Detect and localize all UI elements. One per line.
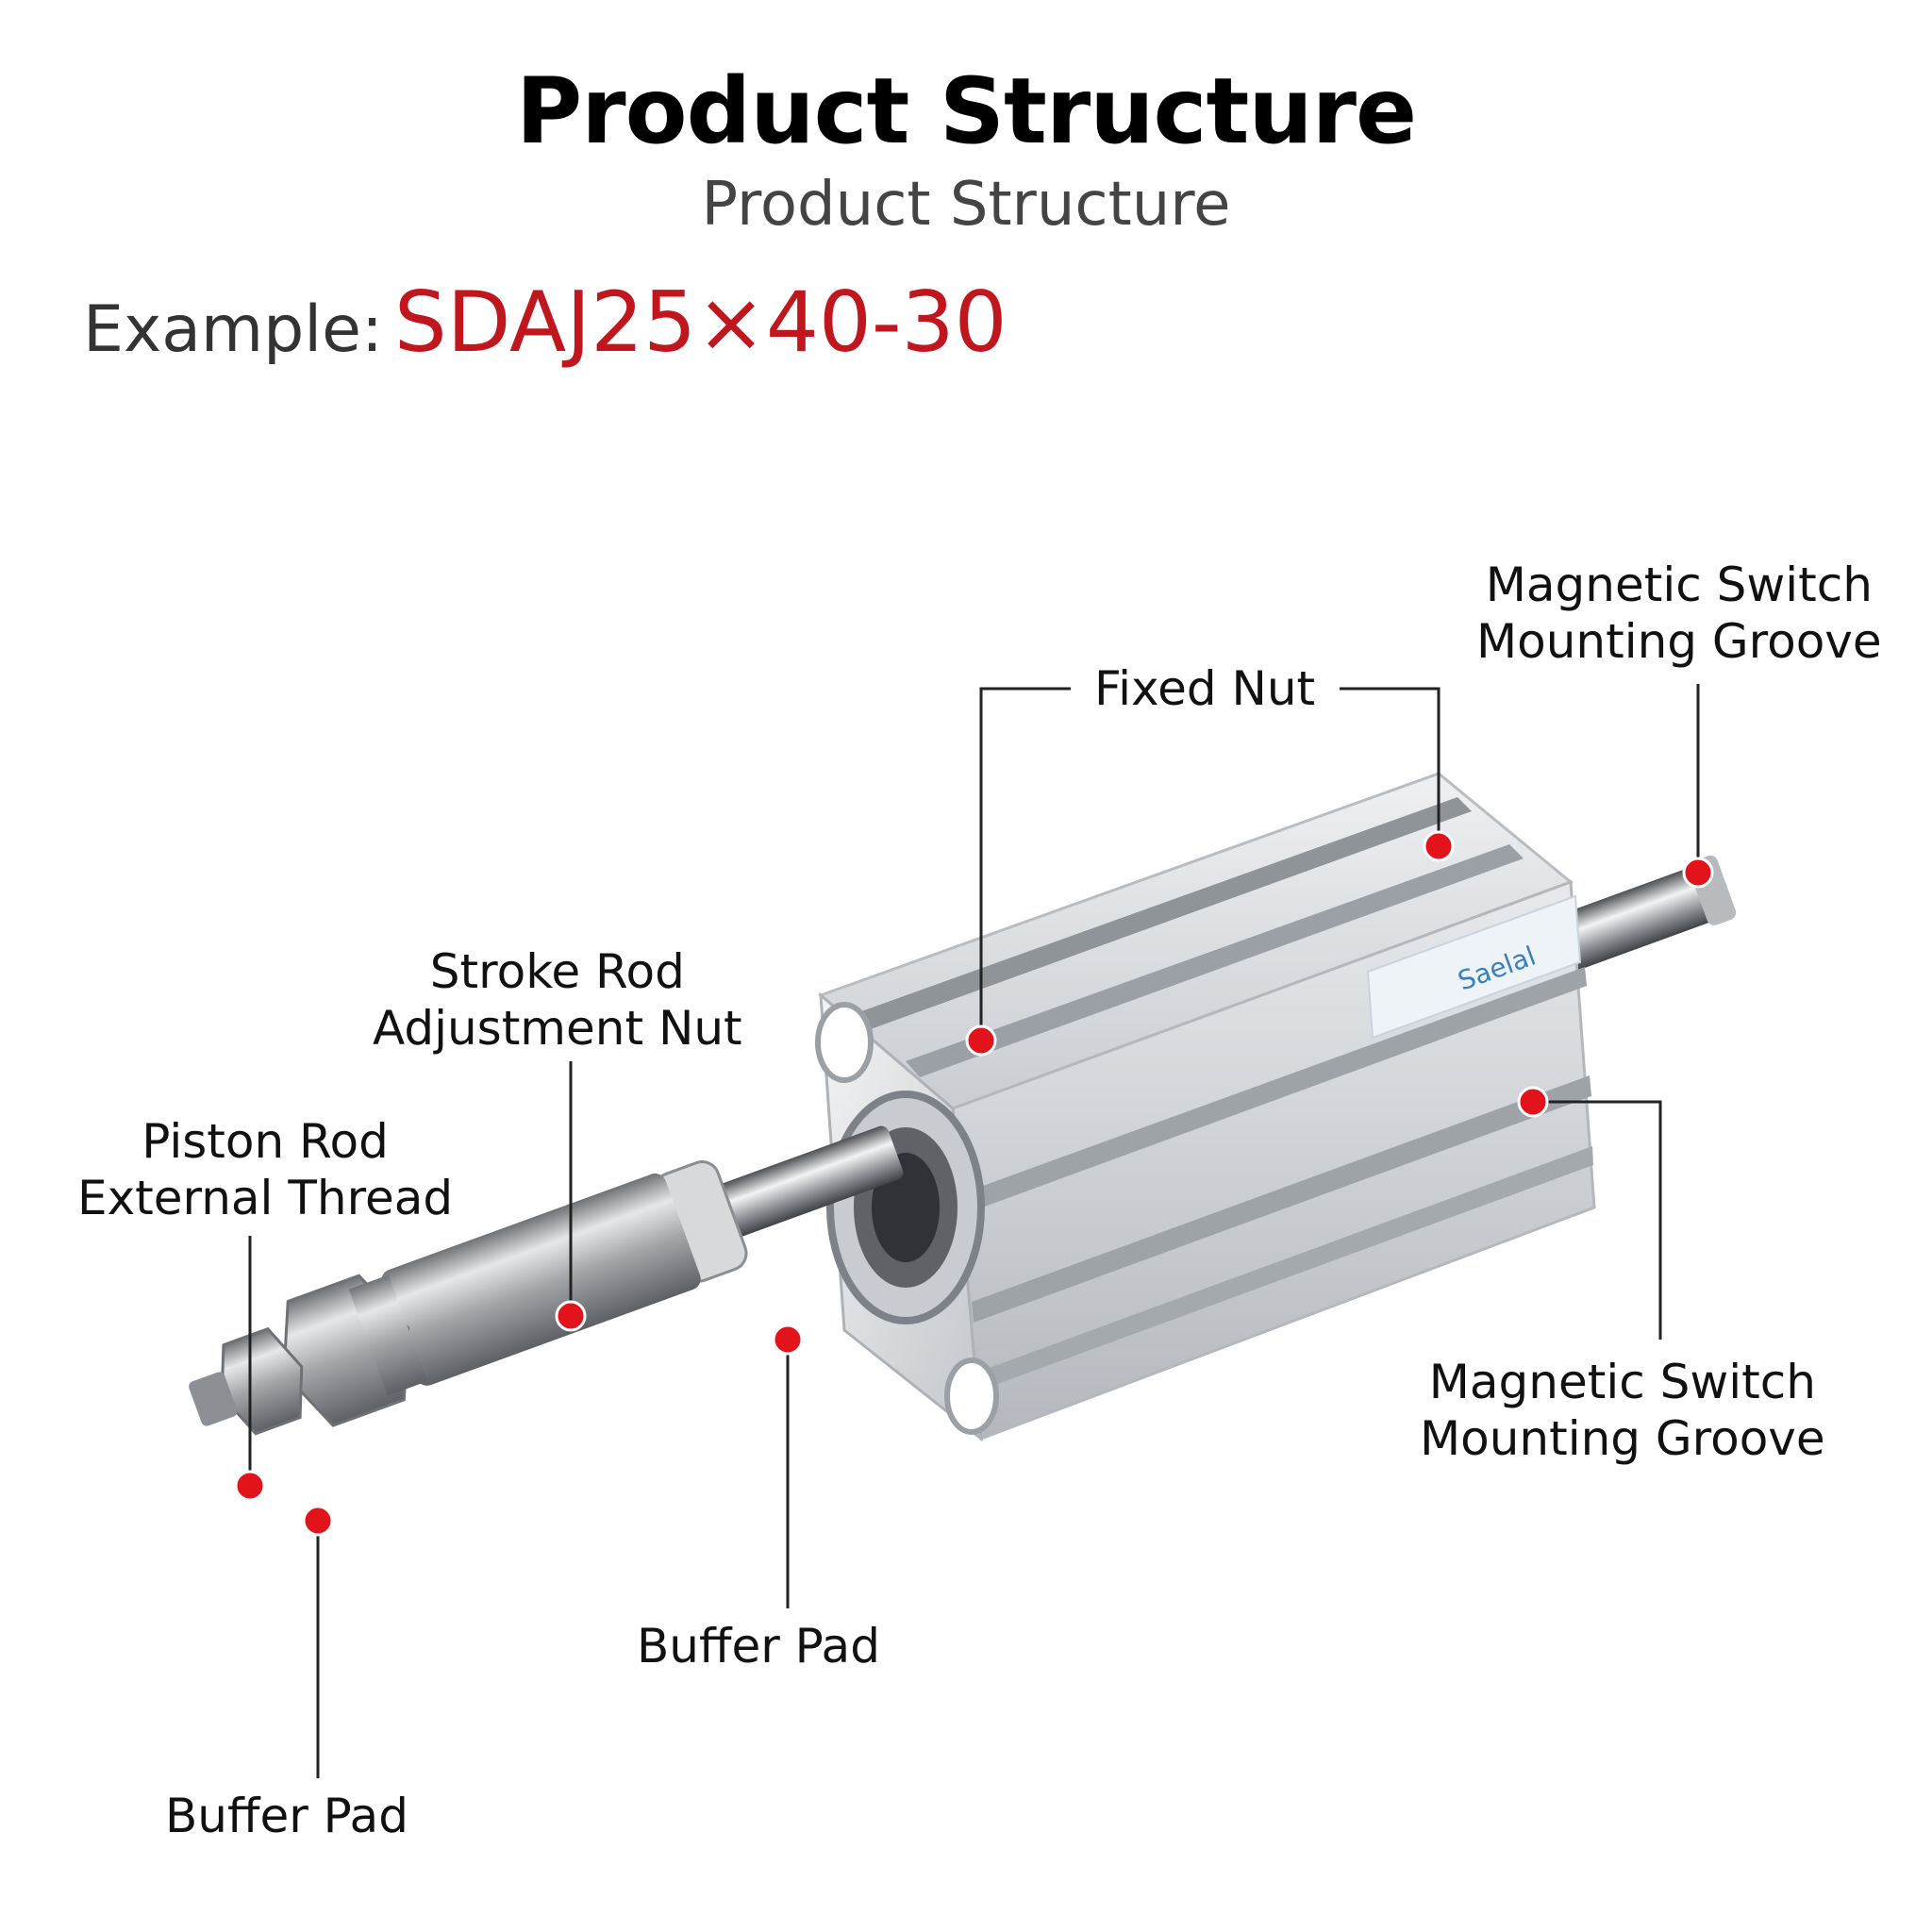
label-buffer-pad-middle: Buffer Pad — [637, 1619, 880, 1674]
marker-magnetic-top — [1682, 857, 1714, 889]
leader-fixed-nut-left — [979, 687, 1071, 1041]
marker-piston-rod — [234, 1470, 266, 1502]
label-fixed-nut: Fixed Nut — [1094, 661, 1316, 716]
marker-stroke-rod — [555, 1300, 587, 1332]
example-prefix: Example: — [83, 292, 383, 367]
marker-fixed-nut-right — [1423, 830, 1455, 862]
marker-buffer-middle — [772, 1324, 804, 1356]
label-piston-rod: Piston Rod External Thread — [77, 1114, 454, 1225]
label-magnetic-switch-bottom: Magnetic Switch Mounting Groove — [1420, 1355, 1825, 1466]
leader-lines — [248, 684, 1700, 1778]
marker-buffer-bottom — [302, 1505, 334, 1537]
marker-dots — [234, 830, 1714, 1537]
label-stroke-rod: Stroke Rod Adjustment Nut — [373, 944, 742, 1056]
label-magnetic-switch-top: Magnetic Switch Mounting Groove — [1476, 558, 1882, 669]
leader-fixed-nut-right — [1340, 687, 1441, 846]
leader-magnetic-bottom — [1533, 1100, 1662, 1340]
example-model: SDAJ25×40-30 — [393, 274, 1008, 371]
page-subtitle: Product Structure — [701, 170, 1231, 240]
label-buffer-pad-bottom: Buffer Pad — [165, 1789, 408, 1843]
front-assembly — [189, 1125, 904, 1436]
cylinder-body: Saelal — [815, 772, 1596, 1442]
page-title: Product Structure — [515, 58, 1417, 164]
marker-magnetic-bottom — [1517, 1086, 1549, 1118]
example-line: Example:SDAJ25×40-30 — [83, 274, 1008, 371]
marker-fixed-nut-left — [965, 1024, 997, 1057]
